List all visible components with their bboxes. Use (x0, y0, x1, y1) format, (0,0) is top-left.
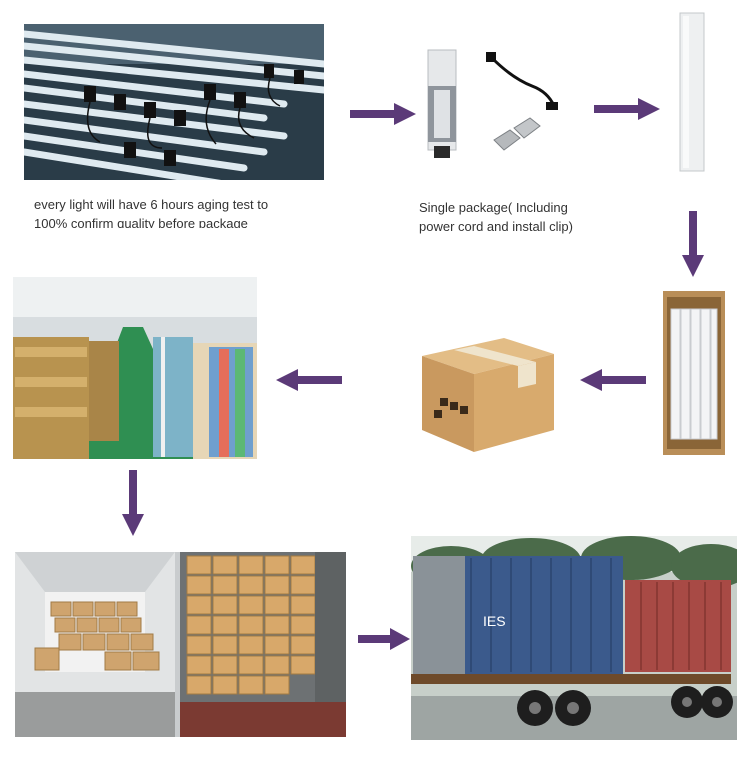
light-box-photo (679, 12, 705, 172)
carton-box-photo (414, 316, 560, 456)
aging-test-caption-line1: every light will have 6 hours aging test… (34, 197, 269, 212)
arrow-right-icon (594, 98, 660, 120)
arrow-down-icon (122, 470, 144, 536)
container-truck-photo: IES (411, 536, 737, 740)
arrow-left-icon (580, 369, 646, 391)
arrow-right-icon (350, 103, 416, 125)
single-package-caption-line1: Single package( Including (419, 200, 568, 215)
arrow-right-icon (358, 628, 410, 650)
arrow-down-icon (682, 211, 704, 277)
warehouse-photo (13, 277, 257, 459)
aging-test-photo (24, 24, 324, 180)
single-package-caption: Single package( Including power cord and… (419, 198, 619, 236)
aging-test-caption: every light will have 6 hours aging test… (34, 195, 334, 228)
single-package-caption-line2: power cord and install clip) (419, 219, 573, 234)
container-lettering: IES (483, 613, 506, 629)
open-box-photo (663, 291, 725, 455)
arrow-left-icon (276, 369, 342, 391)
container-loading-photo (15, 552, 346, 737)
single-package-photo (420, 46, 560, 176)
aging-test-caption-line2: 100% confirm quality before package (34, 216, 248, 228)
